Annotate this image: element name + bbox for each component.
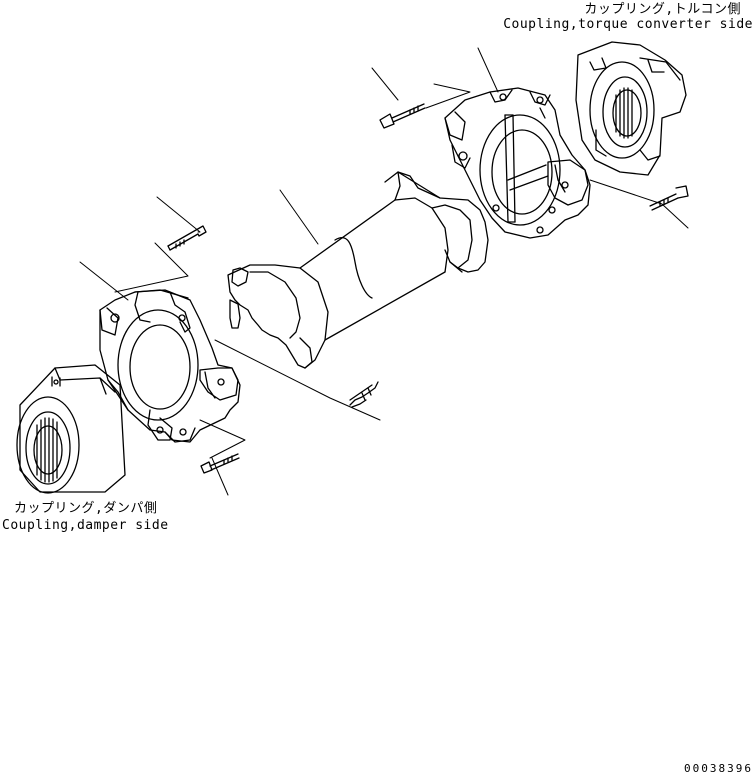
damper-side-label-jp: カップリング,ダンパ側 (14, 501, 158, 516)
tc-side-flange (576, 42, 686, 175)
drawing-number: 00038396 (684, 762, 753, 775)
bolt-upper-left (168, 226, 206, 250)
damper-side-coupling-yoke (100, 290, 240, 442)
damper-side-flange (17, 365, 125, 493)
drive-shaft-tube (228, 172, 488, 368)
bolt-upper-right (380, 104, 425, 128)
grease-fitting (350, 382, 378, 407)
spline-teeth (616, 88, 632, 138)
bolt-right (650, 186, 688, 210)
leader-lines (80, 48, 688, 495)
damper-side-label-en: Coupling,damper side (2, 518, 169, 533)
tc-side-label-jp: カップリング,トルコン側 (584, 2, 741, 17)
spline-teeth (37, 418, 57, 482)
bolt-lower-left (201, 454, 239, 473)
tc-side-label-en: Coupling,torque converter side (503, 17, 753, 32)
tc-side-coupling-yoke (445, 88, 590, 238)
